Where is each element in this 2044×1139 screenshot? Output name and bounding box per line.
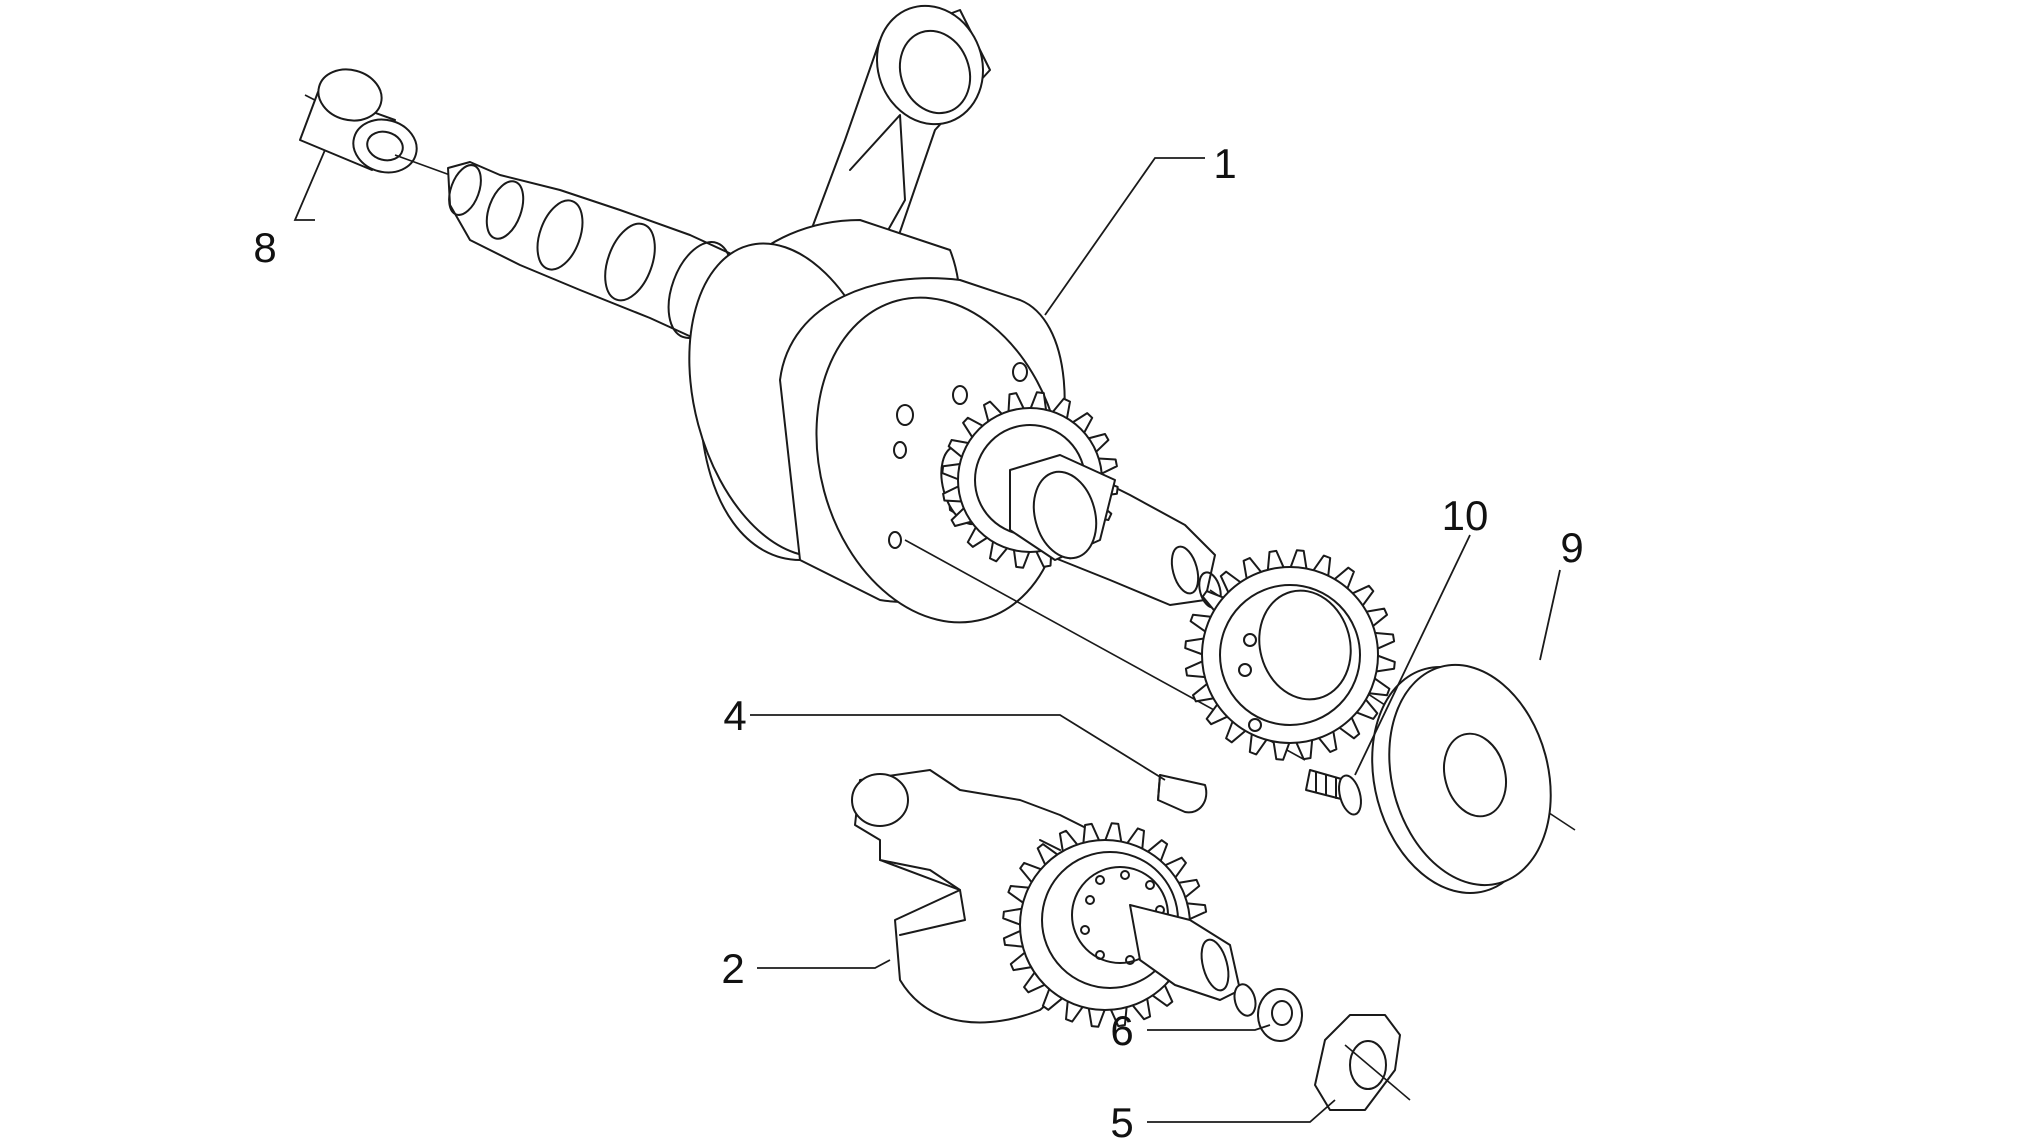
part-5-nut	[1314, 1014, 1411, 1111]
callout-9: 9	[1560, 524, 1583, 571]
callout-6: 6	[1110, 1007, 1133, 1054]
callout-8: 8	[253, 224, 276, 271]
callout-4: 4	[723, 692, 746, 739]
part-8-bushing	[299, 68, 418, 174]
callout-labels: 1 2 4 5 6 8 9 10	[253, 140, 1583, 1139]
part-2-balancer-shaft	[851, 769, 1257, 1028]
sprocket	[1184, 549, 1396, 761]
leader-lines	[293, 149, 1561, 1123]
part-4-key	[1157, 774, 1208, 814]
part-9-washer	[1371, 663, 1552, 894]
callout-1: 1	[1213, 140, 1236, 187]
part-6-washer	[1257, 988, 1303, 1042]
callout-5: 5	[1110, 1099, 1133, 1139]
callout-2: 2	[721, 945, 744, 992]
callout-10: 10	[1442, 492, 1489, 539]
part-1-crankshaft	[394, 4, 1222, 624]
part-10-screw	[1305, 769, 1362, 816]
